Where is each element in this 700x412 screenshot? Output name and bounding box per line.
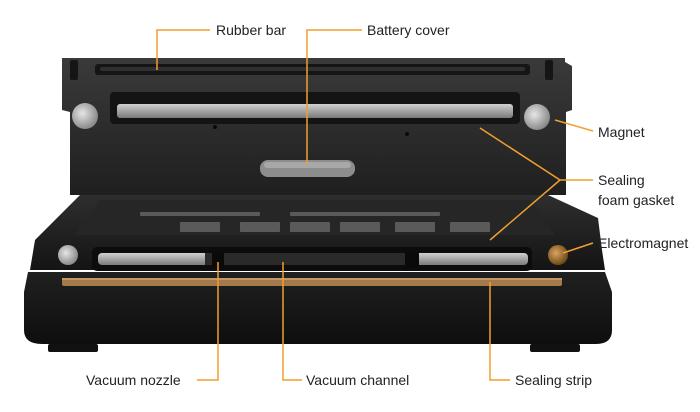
vacuum-nozzle-leader — [197, 262, 219, 381]
label-vacuum-channel: Vacuum channel — [306, 372, 410, 388]
lid — [62, 58, 572, 195]
magnet-leader — [554, 119, 594, 132]
base — [30, 195, 605, 271]
label-electromagnet: Electromagnet — [598, 235, 689, 251]
screw-hole — [213, 125, 217, 129]
instruction-text — [140, 212, 260, 216]
left-magnet — [72, 103, 98, 129]
front — [24, 272, 612, 352]
label-sealing-foam-gasket-2: foam gasket — [598, 192, 675, 208]
instruction-icon — [340, 222, 380, 232]
rubber-bar-leader — [156, 29, 210, 70]
left-electromagnet — [58, 245, 78, 265]
instruction-icon — [450, 222, 490, 232]
right-magnet — [524, 104, 550, 130]
instruction-text — [290, 212, 440, 216]
label-vacuum-nozzle: Vacuum nozzle — [86, 372, 181, 388]
rubber-bar-highlight — [100, 67, 525, 71]
instruction-icon — [180, 222, 220, 232]
instruction-icon — [395, 222, 435, 232]
left-foot — [48, 344, 98, 352]
front-panel — [24, 272, 612, 344]
sealing-gasket-leader-lower — [489, 179, 561, 241]
label-sealing-foam-gasket-1: Sealing — [598, 172, 645, 188]
sealing-strip-leader — [489, 282, 510, 381]
instruction-icon — [290, 222, 330, 232]
battery-cover-leader — [306, 29, 362, 165]
label-rubber-bar: Rubber bar — [216, 22, 287, 38]
label-battery-cover: Battery cover — [367, 22, 450, 38]
label-sealing-strip: Sealing strip — [515, 372, 593, 388]
right-electromagnet — [548, 245, 568, 265]
electromagnet-leader — [562, 242, 594, 254]
label-magnet: Magnet — [598, 124, 645, 140]
instruction-icons — [140, 212, 490, 232]
leader-lines — [156, 29, 594, 381]
instruction-icon — [240, 222, 280, 232]
vacuum-channel — [205, 253, 415, 265]
screw-hole — [405, 132, 409, 136]
sealing-strip-highlight — [62, 278, 562, 280]
left-hinge — [70, 60, 78, 80]
right-hinge — [545, 60, 553, 80]
upper-sealing-bar — [117, 104, 513, 118]
channel-clip — [405, 252, 419, 268]
vacuum-nozzle — [212, 252, 224, 268]
vacuum-channel-leader — [282, 262, 302, 381]
right-foot — [530, 344, 580, 352]
